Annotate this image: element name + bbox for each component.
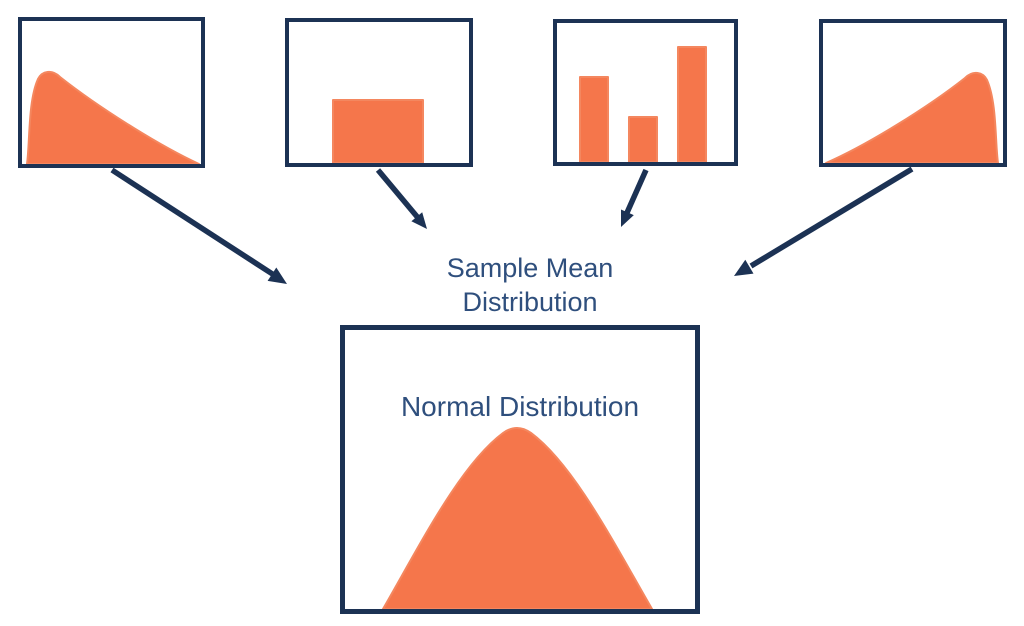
- bars-chart: [579, 46, 707, 162]
- uniform-rect-shape: [332, 99, 424, 163]
- panel-right-skewed-distribution: [18, 17, 205, 168]
- right-skewed-curve-chart: [26, 71, 200, 164]
- arrow-head-icon: [267, 267, 287, 284]
- arrow-from-uniform: [375, 168, 427, 229]
- arrow-line: [110, 167, 276, 278]
- panel-normal-distribution: Normal Distribution: [340, 325, 700, 614]
- panel-uniform-distribution: [285, 18, 473, 167]
- right-skewed-curve-shape: [26, 71, 200, 164]
- arrow-head-icon: [734, 259, 754, 276]
- panel-left-skewed-distribution: [819, 19, 1007, 167]
- arrow-head-icon: [621, 209, 634, 227]
- panel-bar-chart-distribution: [553, 19, 738, 166]
- arrow-line: [749, 166, 914, 269]
- arrow-from-left-skewed: [734, 166, 914, 276]
- uniform-rect-chart: [332, 99, 424, 163]
- sample-mean-distribution-label: Sample Mean Distribution: [370, 251, 690, 319]
- left-skewed-curve-shape: [825, 72, 999, 163]
- sample-mean-label-line2: Distribution: [462, 287, 598, 317]
- left-skewed-curve-chart: [825, 72, 999, 163]
- arrow-from-bar-chart: [621, 168, 649, 227]
- normal-distribution-label: Normal Distribution: [400, 391, 640, 422]
- arrow-line: [375, 168, 422, 221]
- arrow-head-icon: [411, 212, 427, 229]
- bell-curve-chart: [382, 427, 653, 609]
- bars-shape: [579, 46, 707, 162]
- arrow-from-right-skewed: [110, 167, 287, 284]
- arrow-line: [623, 168, 649, 217]
- sample-mean-label-line1: Sample Mean: [446, 253, 614, 283]
- bell-curve-shape: [382, 427, 653, 609]
